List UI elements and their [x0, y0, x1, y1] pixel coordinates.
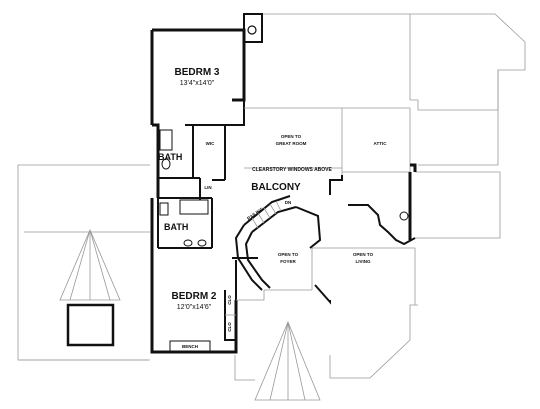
- bench-label: BENCH: [182, 344, 198, 349]
- living-line2: LIVING: [355, 259, 371, 264]
- bath-upper-label: BATH: [158, 152, 182, 162]
- bedrm3-size: 13'4"x14'0": [180, 80, 215, 87]
- closets: [169, 290, 236, 352]
- clearstory-note: CLEARSTORY WINDOWS ABOVE: [252, 167, 332, 173]
- lin-label: LIN: [204, 185, 211, 190]
- bedrm3-name: BEDRM 3: [174, 67, 219, 78]
- stair: [234, 195, 322, 291]
- open-area-outlines: [236, 107, 417, 305]
- wic-label: WIC: [206, 141, 215, 146]
- clo-label-2: CLO: [227, 322, 232, 332]
- living-line1: OPEN TO: [353, 252, 374, 257]
- bottom-gable: [254, 320, 321, 401]
- roof-outline: [17, 13, 526, 381]
- dn-label: DN: [285, 200, 292, 205]
- bath-fixtures: [159, 129, 209, 247]
- exterior-walls: [150, 13, 263, 354]
- foyer-line2: FOYER: [280, 259, 296, 264]
- attic-label: ATTIC: [374, 141, 388, 146]
- interior-walls: [157, 100, 258, 300]
- balcony-label: BALCONY: [251, 182, 301, 193]
- bedrm2-size: 12'0"x14'6": [177, 304, 212, 311]
- left-gable: [59, 228, 121, 347]
- great-room-line1: OPEN TO: [281, 134, 302, 139]
- clo-label-1: CLO: [227, 295, 232, 305]
- bath-lower-label: BATH: [164, 222, 188, 232]
- bedrm2-name: BEDRM 2: [171, 291, 216, 302]
- foyer-line1: OPEN TO: [278, 252, 299, 257]
- great-room-line2: GREAT ROOM: [276, 141, 307, 146]
